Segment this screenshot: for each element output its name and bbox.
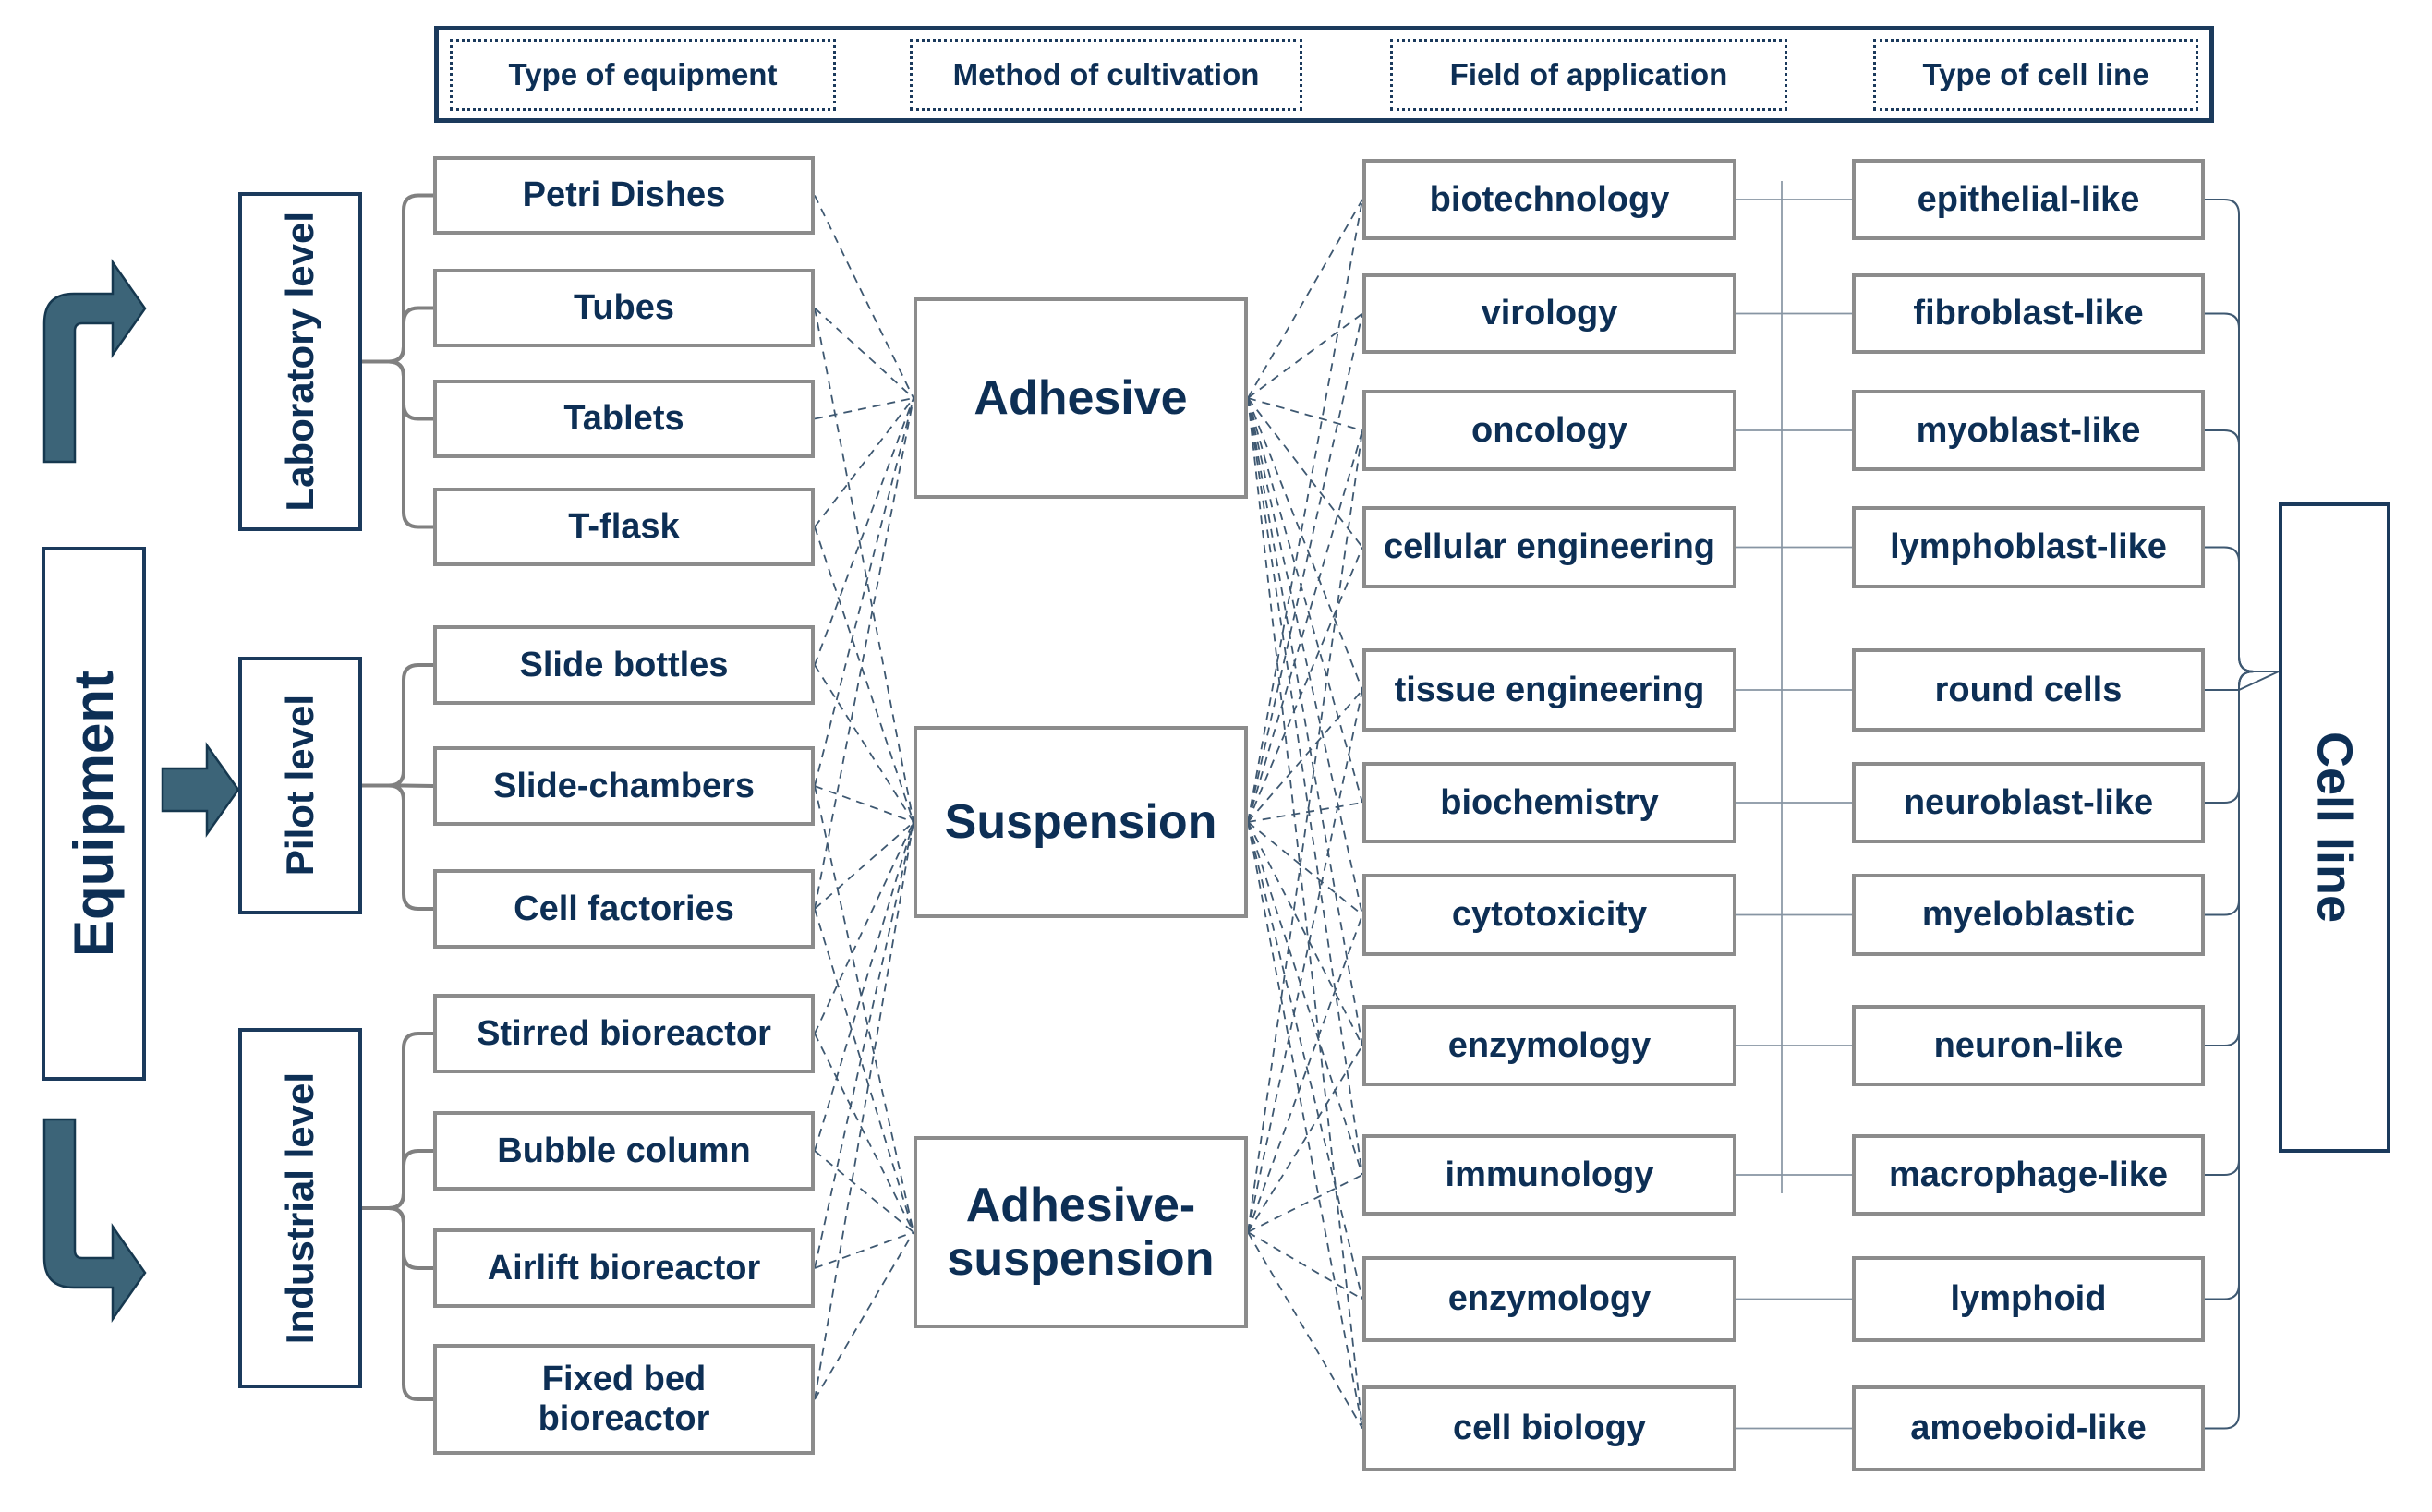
- header-type-of-cell-line: Type of cell line: [1873, 39, 2198, 111]
- field-box-enzymology-2: enzymology: [1362, 1256, 1736, 1342]
- cell-line-box-lymphoblast-like: lymphoblast-like: [1852, 506, 2205, 588]
- cell-line-box-lymphoid: lymphoid: [1852, 1256, 2205, 1342]
- method-box-adhesive-suspension: Adhesive- suspension: [914, 1136, 1248, 1328]
- equipment-box-cell-factories: Cell factories: [433, 869, 815, 949]
- header-field-of-application: Field of application: [1390, 39, 1787, 111]
- equipment-box-bubble-column: Bubble column: [433, 1111, 815, 1191]
- field-box-oncology: oncology: [1362, 390, 1736, 471]
- elbow-arrow-laboratory: [42, 259, 147, 464]
- elbow-arrow-industrial: [42, 1118, 147, 1323]
- field-box-immunology: immunology: [1362, 1134, 1736, 1216]
- field-box-biochemistry: biochemistry: [1362, 762, 1736, 843]
- straight-arrow-pilot: [161, 742, 240, 838]
- equipment-box-tubes: Tubes: [433, 269, 815, 347]
- cell-line-box-myoblast-like: myoblast-like: [1852, 390, 2205, 471]
- method-box-adhesive: Adhesive: [914, 297, 1248, 499]
- cell-line-box-macrophage-like: macrophage-like: [1852, 1134, 2205, 1216]
- equipment-box-fixed-bed-bioreactor: Fixed bed bioreactor: [433, 1344, 815, 1455]
- header-type-of-equipment: Type of equipment: [450, 39, 836, 111]
- level-box-pilot: Pilot level: [238, 657, 362, 914]
- equipment-box-slide-bottles: Slide bottles: [433, 625, 815, 705]
- cell-line-axis-label: Cell line: [2306, 732, 2363, 924]
- equipment-axis-box: Equipment: [42, 547, 146, 1081]
- cell-line-box-fibroblast-like: fibroblast-like: [1852, 273, 2205, 354]
- field-box-cellular-engineering: cellular engineering: [1362, 506, 1736, 588]
- cell-line-box-round-cells: round cells: [1852, 648, 2205, 732]
- header-method-of-cultivation: Method of cultivation: [910, 39, 1302, 111]
- cell-line-box-epithelial-like: epithelial-like: [1852, 159, 2205, 240]
- equipment-box-stirred-bioreactor: Stirred bioreactor: [433, 994, 815, 1073]
- equipment-box-t-flask: T-flask: [433, 488, 815, 566]
- equipment-box-airlift-bioreactor: Airlift bioreactor: [433, 1228, 815, 1308]
- cell-line-box-neuroblast-like: neuroblast-like: [1852, 762, 2205, 843]
- equipment-box-tablets: Tablets: [433, 380, 815, 458]
- equipment-box-petri-dishes: Petri Dishes: [433, 156, 815, 235]
- field-box-tissue-engineering: tissue engineering: [1362, 648, 1736, 732]
- level-box-industrial: Industrial level: [238, 1028, 362, 1388]
- method-box-suspension: Suspension: [914, 726, 1248, 918]
- cell-line-box-amoeboid-like: amoeboid-like: [1852, 1385, 2205, 1471]
- equipment-box-slide-chambers: Slide-chambers: [433, 746, 815, 826]
- cell-line-box-myeloblastic: myeloblastic: [1852, 874, 2205, 956]
- field-box-cytotoxicity: cytotoxicity: [1362, 874, 1736, 956]
- field-box-virology: virology: [1362, 273, 1736, 354]
- cell-line-axis-box: Cell line: [2279, 502, 2390, 1153]
- field-box-biotechnology: biotechnology: [1362, 159, 1736, 240]
- field-box-cell-biology: cell biology: [1362, 1385, 1736, 1471]
- level-box-laboratory: Laboratory level: [238, 192, 362, 531]
- cell-line-box-neuron-like: neuron-like: [1852, 1005, 2205, 1086]
- field-box-enzymology: enzymology: [1362, 1005, 1736, 1086]
